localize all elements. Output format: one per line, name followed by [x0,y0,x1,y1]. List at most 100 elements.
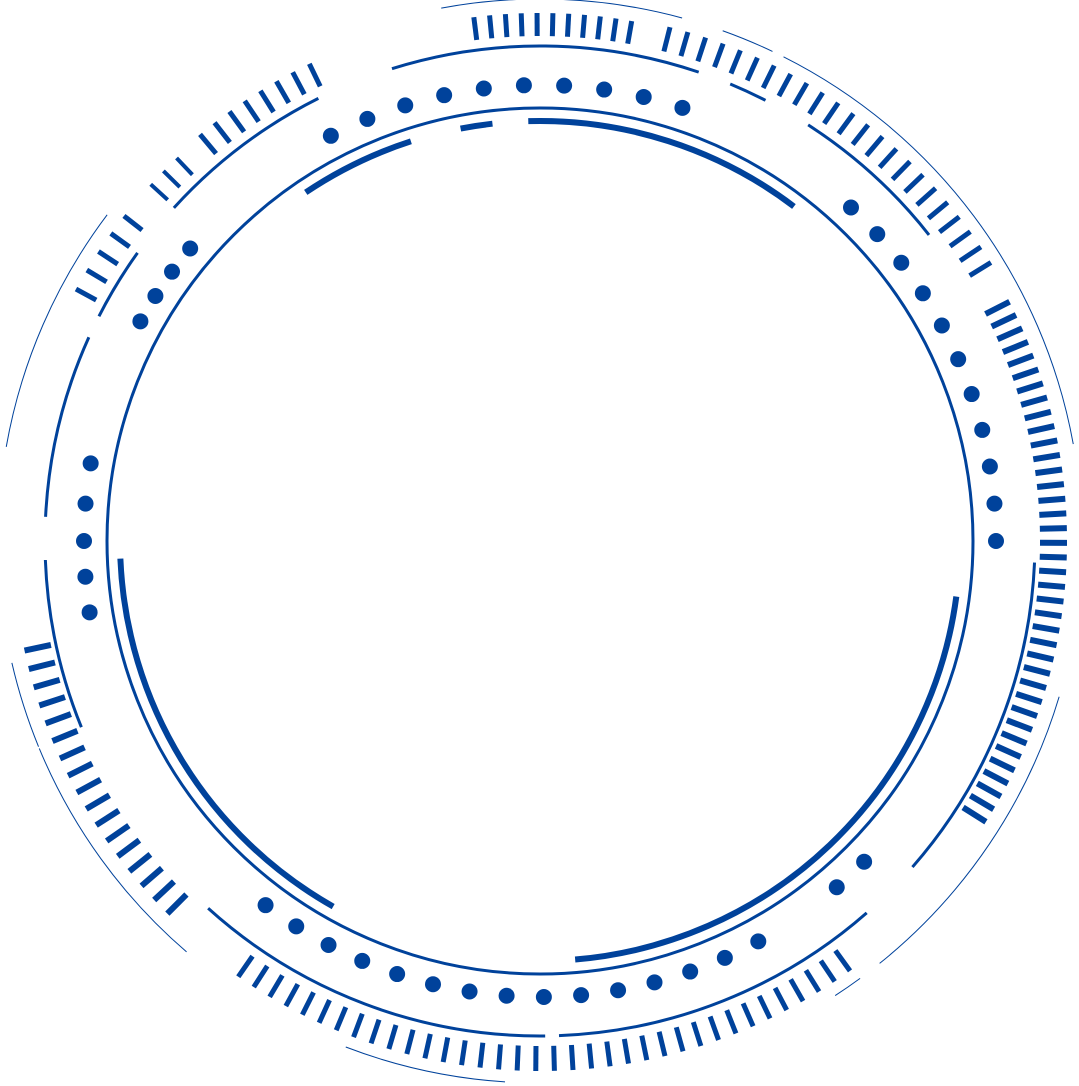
tick-mark [1023,408,1052,422]
tick-mark [1038,567,1067,576]
tick-mark [51,728,79,744]
tick-mark [227,110,247,134]
ring-dot [515,77,532,94]
tick-mark [127,852,153,874]
tick-mark [94,808,121,828]
tick-mark [1039,525,1067,532]
tick-mark [1036,481,1065,490]
tick-mark [803,969,822,993]
tick-mark [496,1044,503,1070]
outer-thin-arc [345,1046,506,1083]
tick-mark [97,249,120,267]
tick-mark [760,64,777,90]
ring-dot [828,879,845,896]
outer-thin-arc [834,977,861,996]
ring-dot [963,386,980,403]
tick-mark [1023,664,1051,677]
tick-mark [1015,690,1043,705]
tick-mark [74,286,98,303]
inner-arc [117,558,335,910]
tick-mark [728,49,743,75]
tick-mark [1026,650,1055,663]
tick-mark [502,13,510,38]
middle-arc [97,251,139,317]
tick-mark [915,186,938,207]
ring-dot [322,127,339,144]
tick-mark [1034,466,1063,477]
ring-dot [397,97,414,114]
ring-dot [950,351,967,368]
tick-bands [23,12,1068,1072]
tick-mark [198,132,218,156]
outer-thin-arc [38,748,187,953]
tick-mark [1019,677,1047,691]
tick-mark [673,1026,686,1053]
middle-arc [807,123,931,236]
tick-mark [139,865,164,889]
tick-mark [610,18,619,42]
tick-mark [707,1015,721,1041]
tick-mark [937,214,961,235]
ring-dot [389,966,406,983]
tick-mark [487,15,495,39]
tick-mark [621,1038,631,1064]
outer-thin-arc [783,56,1074,445]
tick-mark [1011,366,1040,382]
tick-mark [471,16,480,41]
tick-mark [58,744,86,762]
tick-mark [568,1044,576,1071]
middle-arc [558,911,868,1038]
outer-thin-arc [5,214,108,447]
ring-dot [76,533,92,549]
ring-dot [359,110,376,127]
tick-mark [586,1043,595,1069]
tick-mark [404,1029,416,1055]
ring-dot [424,976,441,993]
tick-mark [104,823,131,844]
tick-mark [551,1045,557,1071]
tick-mark [1000,730,1028,747]
tick-mark [242,99,261,124]
tick-mark [1032,451,1061,463]
tick-mark [788,978,806,1003]
middle-arc [44,336,91,517]
tick-mark [724,1009,739,1035]
tick-mark [961,804,988,825]
middle-arc [207,907,546,1038]
ring-dot [354,952,371,969]
ring-dot [674,99,691,116]
tick-mark [639,1035,650,1061]
tick-mark [836,112,856,136]
tick-mark [175,156,194,177]
ring-dot [986,495,1003,512]
tick-mark [1006,352,1035,368]
tick-mark [661,26,673,53]
tick-mark [1016,380,1044,395]
tick-mark [477,1042,486,1068]
ring-dot [933,317,950,334]
ring-dot [682,963,699,980]
outer-thin-arc [879,696,1060,964]
tick-mark [756,994,773,1020]
tick-mark [258,89,276,114]
ring-dot [573,987,590,1004]
tick-mark [1030,437,1058,449]
tick-mark [307,62,323,88]
ring-dot [856,853,873,870]
tick-mark [968,792,996,812]
tick-mark [422,1033,433,1059]
ring-dot [974,421,991,438]
tick-mark [84,792,111,812]
tick-mark [165,892,189,916]
ring-dot [475,80,492,97]
ring-dot [635,88,652,105]
tick-mark [1034,609,1063,620]
tick-mark [23,642,52,654]
tick-mark [274,79,291,105]
tick-mark [564,13,572,37]
tick-mark [744,56,760,82]
middle-arc [911,562,1037,869]
ring-dot [750,933,767,950]
tick-mark [712,42,726,68]
ring-dot [646,974,663,991]
